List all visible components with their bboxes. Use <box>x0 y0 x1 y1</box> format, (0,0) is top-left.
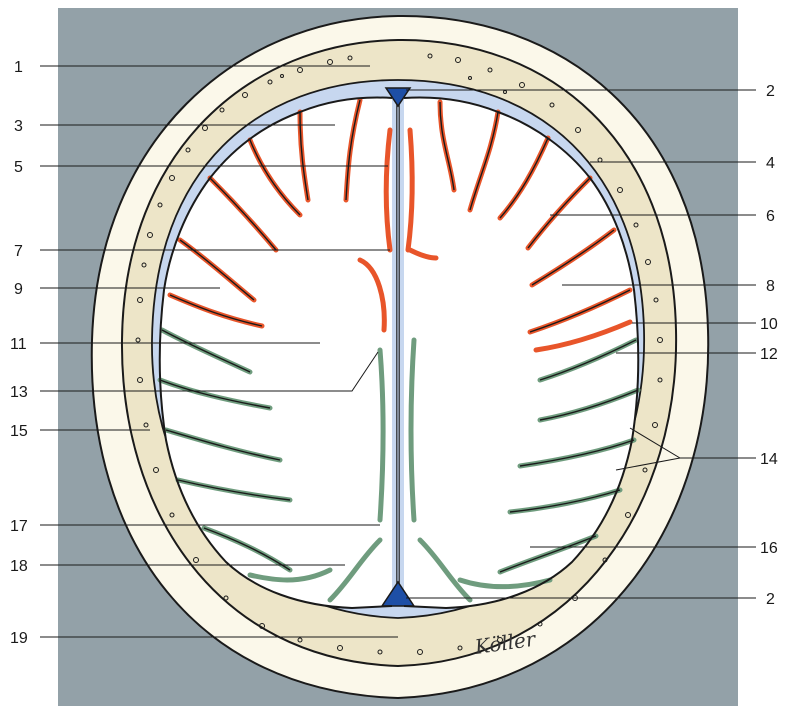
label-5: 5 <box>14 159 23 176</box>
label-7: 7 <box>14 243 23 260</box>
label-3: 3 <box>14 118 23 135</box>
label-4: 4 <box>766 155 775 172</box>
label-6: 6 <box>766 208 775 225</box>
label-14: 14 <box>760 451 778 468</box>
label-2-top: 2 <box>766 83 775 100</box>
label-10: 10 <box>760 316 778 333</box>
label-1: 1 <box>14 59 23 76</box>
label-12: 12 <box>760 346 778 363</box>
label-9: 9 <box>14 281 23 298</box>
label-17: 17 <box>10 518 28 535</box>
label-2-bottom: 2 <box>766 591 775 608</box>
label-19: 19 <box>10 630 28 647</box>
label-11: 11 <box>10 336 27 353</box>
label-18: 18 <box>10 558 28 575</box>
label-13: 13 <box>10 384 28 401</box>
label-16: 16 <box>760 540 778 557</box>
label-15: 15 <box>10 423 28 440</box>
label-8: 8 <box>766 278 775 295</box>
